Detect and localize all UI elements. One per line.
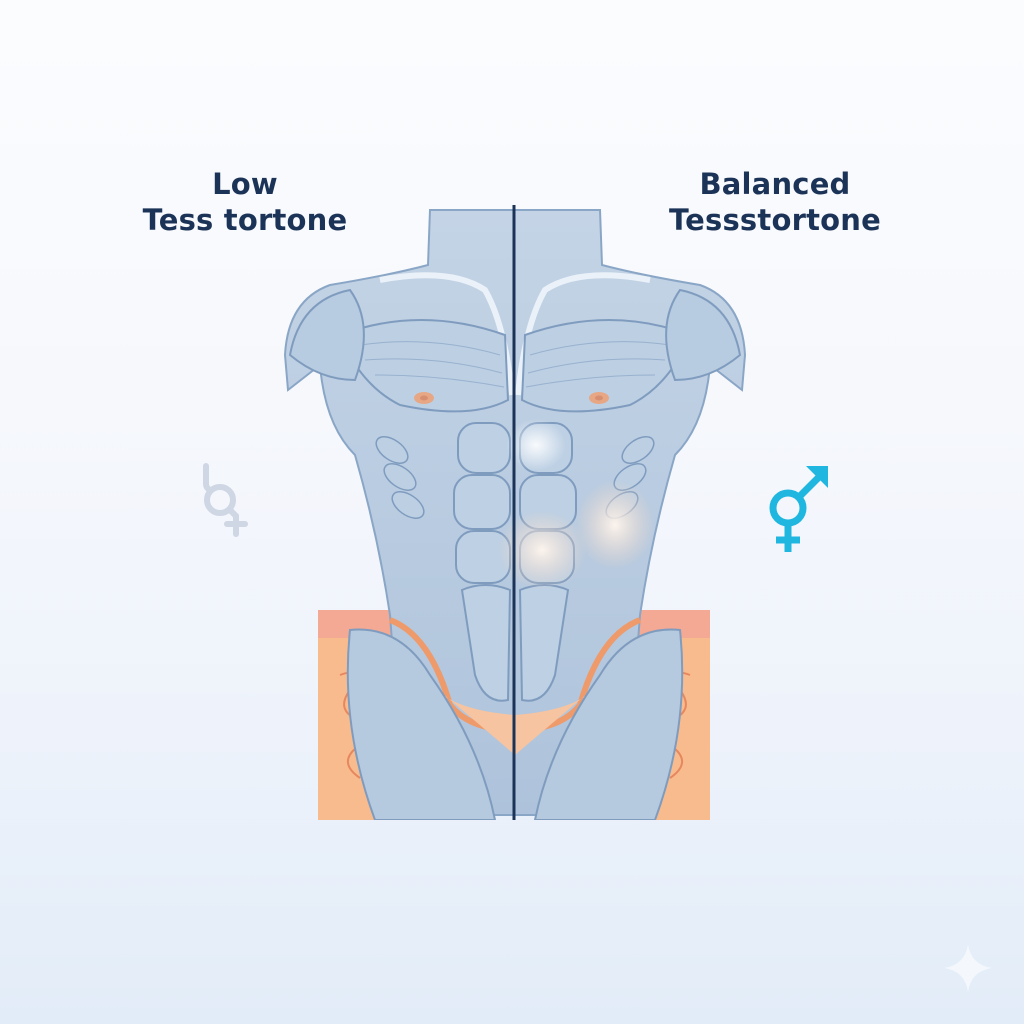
faded-gender-symbol-icon — [203, 463, 248, 537]
label-balanced-line1: Balanced — [699, 167, 851, 201]
torso-illustration — [283, 205, 747, 820]
label-balanced-line2: Tessstortone — [669, 203, 881, 237]
label-low-line2: Tess tortone — [142, 203, 348, 237]
male-female-symbol-icon — [769, 466, 828, 552]
label-balanced-testosterone: Balanced Tessstortone — [640, 166, 910, 238]
label-low-line1: Low — [212, 167, 278, 201]
sparkle-icon — [944, 944, 992, 992]
label-low-testosterone: Low Tess tortone — [110, 166, 380, 238]
